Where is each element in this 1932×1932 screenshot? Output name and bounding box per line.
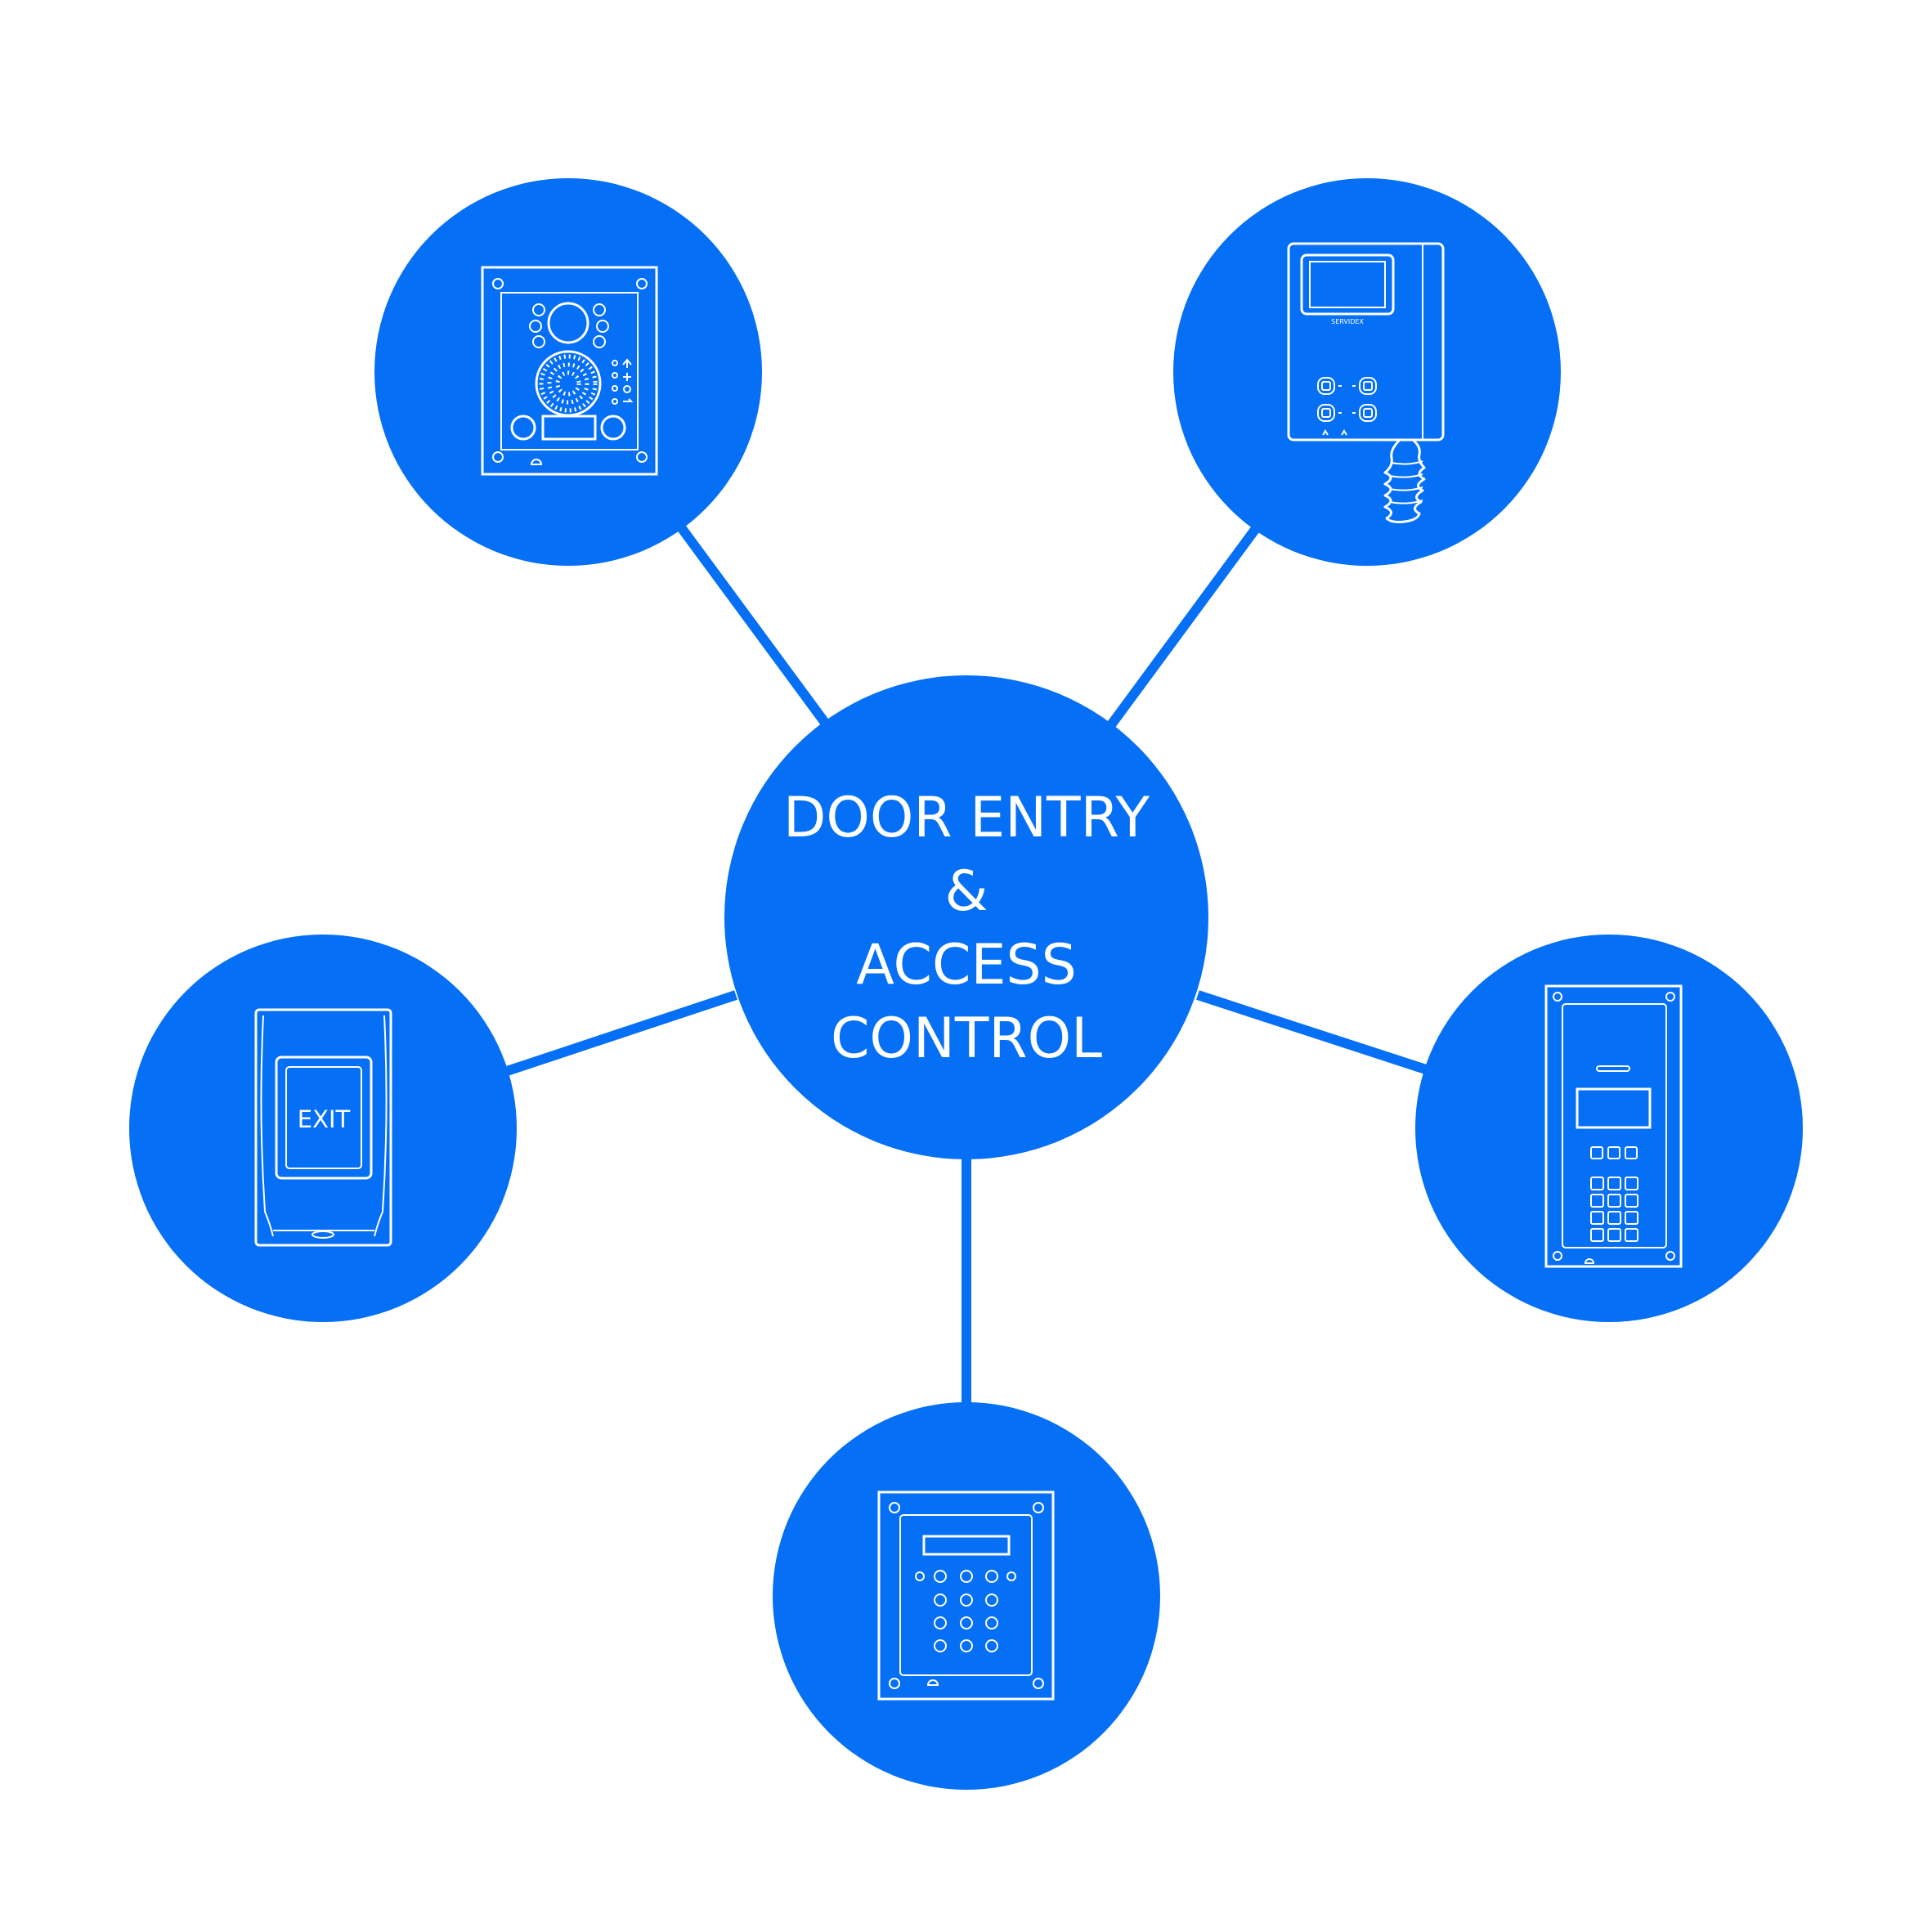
center-title-line-3: ACCESS (856, 933, 1077, 997)
connector-right (1196, 990, 1432, 1076)
node-video-monitor: SERVIDEX (1173, 178, 1561, 566)
exit-button-label: EXIT (298, 1105, 351, 1133)
center-title-line-2: & (944, 859, 988, 924)
node-audio-door-entry-panel (374, 178, 762, 566)
connector-top-right (1104, 524, 1261, 733)
node-keypad-access-panel (773, 1402, 1160, 1790)
connector-top-left (677, 524, 834, 733)
keypad-access-control-panel-icon (877, 1490, 1055, 1701)
video-monitor-handset-icon: SERVIDEX (1287, 242, 1445, 523)
center-title-line-4: CONTROL (831, 1006, 1102, 1071)
connectors (505, 524, 1432, 1406)
center-node: DOOR ENTRY & ACCESS CONTROL (724, 675, 1208, 1159)
node-keypad-door-entry-panel (1415, 935, 1803, 1322)
exit-button-icon: EXIT (254, 1008, 392, 1247)
keypad-door-entry-panel-icon (1544, 984, 1683, 1268)
connector-left (505, 990, 737, 1076)
node-exit-button: EXIT (129, 935, 517, 1322)
audio-door-entry-panel-icon (481, 266, 658, 476)
monitor-brand-text: SERVIDEX (1331, 318, 1364, 325)
center-title-line-1: DOOR ENTRY (783, 786, 1150, 850)
